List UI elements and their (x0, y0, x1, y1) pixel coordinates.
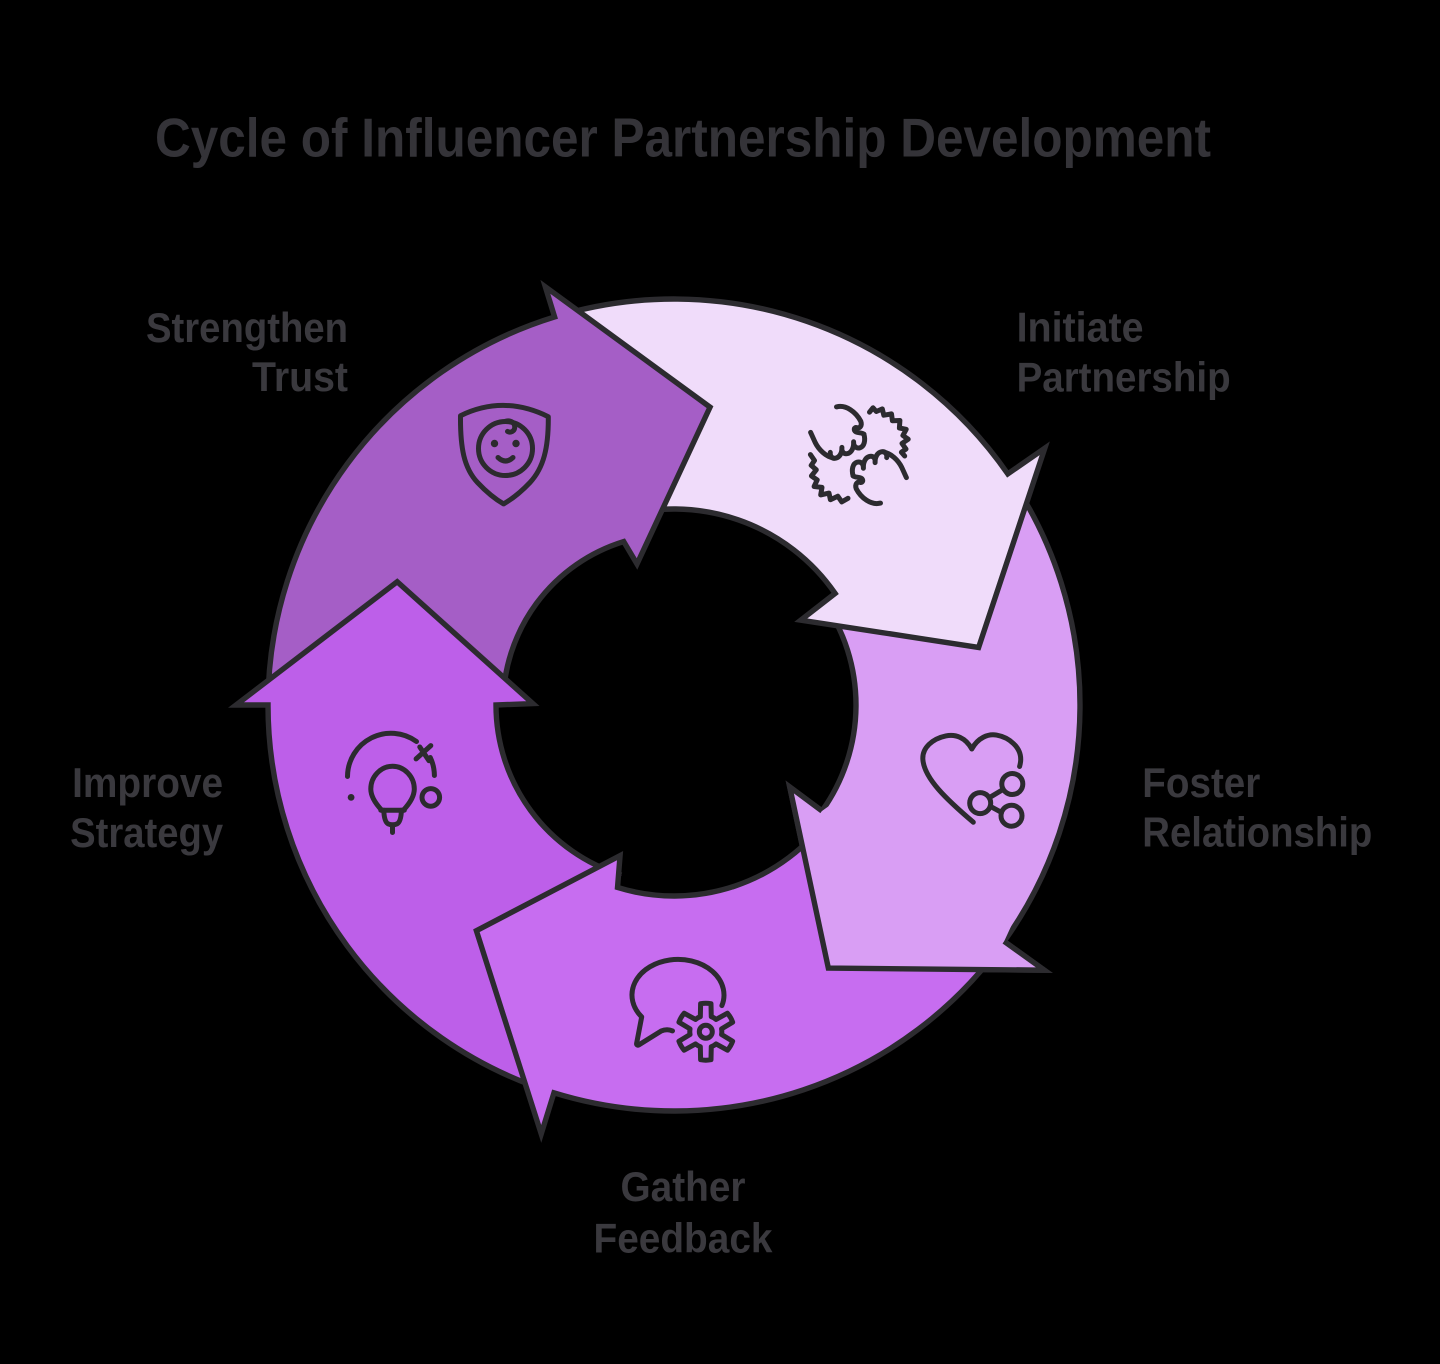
svg-text:Feedback: Feedback (594, 1214, 774, 1261)
svg-text:Trust: Trust (252, 353, 348, 400)
svg-text:Strategy: Strategy (70, 809, 224, 856)
svg-text:Cycle of Influencer Partnershi: Cycle of Influencer Partnership Developm… (155, 107, 1211, 168)
svg-text:Partnership: Partnership (1017, 353, 1231, 400)
svg-text:Relationship: Relationship (1142, 809, 1372, 856)
svg-text:Improve: Improve (72, 759, 223, 806)
svg-text:Gather: Gather (621, 1163, 746, 1210)
svg-text:Foster: Foster (1142, 759, 1260, 806)
svg-text:Strengthen: Strengthen (146, 304, 348, 351)
svg-text:Initiate: Initiate (1017, 304, 1144, 351)
